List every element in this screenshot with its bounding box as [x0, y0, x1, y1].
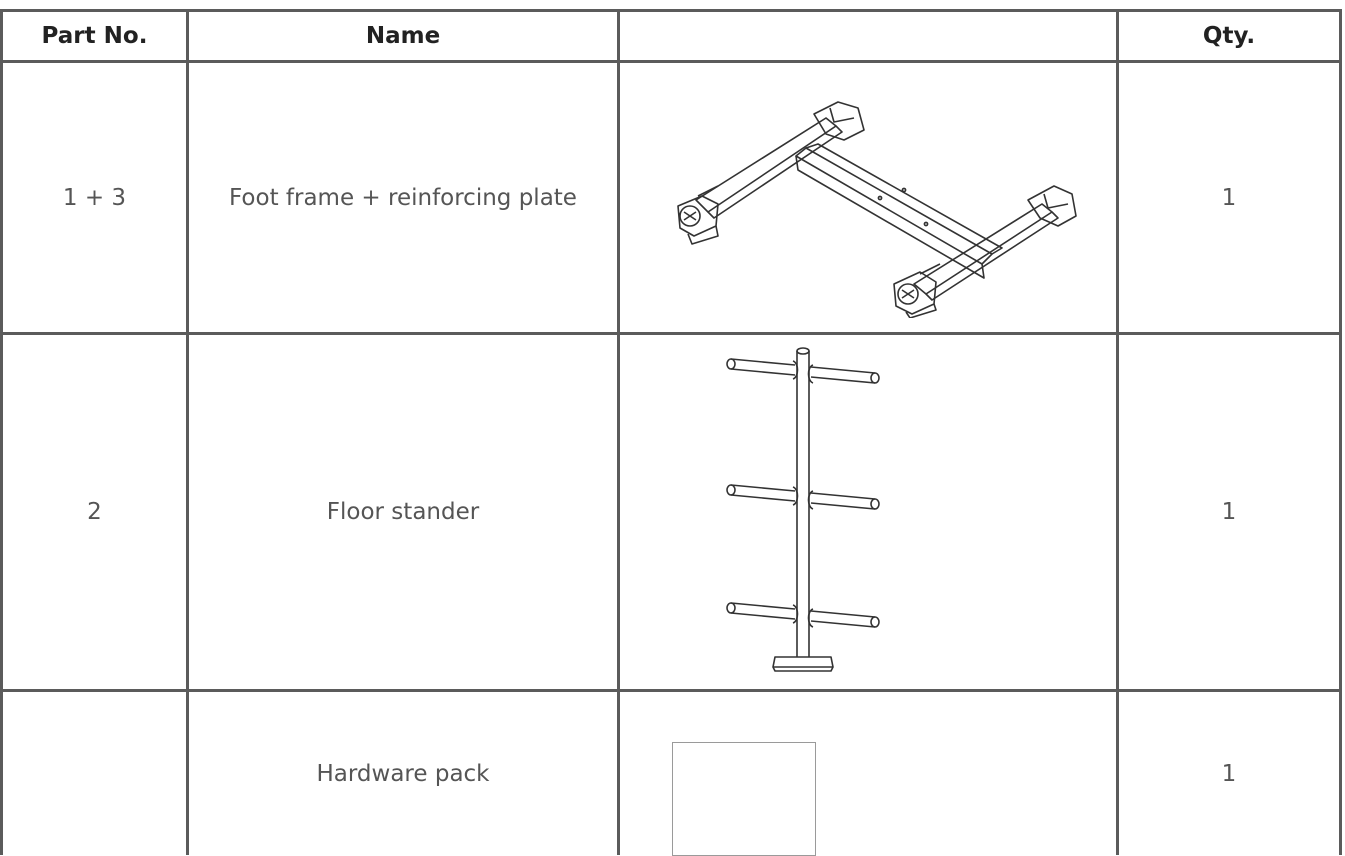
row1-qty: 1: [1221, 184, 1237, 211]
row-divider: [0, 332, 1342, 335]
row1-image: [620, 63, 1116, 332]
column-divider: [1116, 9, 1119, 855]
floor-stander-drawing-icon: [726, 347, 880, 672]
table-border-top: [0, 9, 1342, 12]
row1-name: Foot frame + reinforcing plate: [229, 184, 577, 211]
row1-part-no: 1 + 3: [62, 184, 127, 211]
row2-name: Floor stander: [326, 499, 480, 525]
row3-qty: 1: [1221, 760, 1237, 787]
hardware-pack-box-icon: [672, 742, 816, 856]
header-qty: Qty.: [1202, 23, 1256, 49]
header-image: [620, 12, 1116, 60]
header-divider: [0, 60, 1342, 63]
table-border-left: [0, 9, 3, 855]
header-part-no: Part No.: [41, 23, 148, 49]
row-divider: [0, 689, 1342, 692]
row3-name: Hardware pack: [316, 760, 490, 787]
foot-frame-drawing-icon: [677, 100, 1077, 318]
row3-part-no: [3, 692, 186, 855]
row2-qty: 1: [1221, 499, 1237, 525]
column-divider: [617, 9, 620, 855]
table-border-right: [1339, 9, 1342, 855]
row3-image: [620, 692, 1116, 856]
row2-part-no: 2: [87, 499, 102, 525]
column-divider: [186, 9, 189, 855]
row2-image: [620, 335, 1116, 689]
header-name: Name: [365, 23, 441, 49]
